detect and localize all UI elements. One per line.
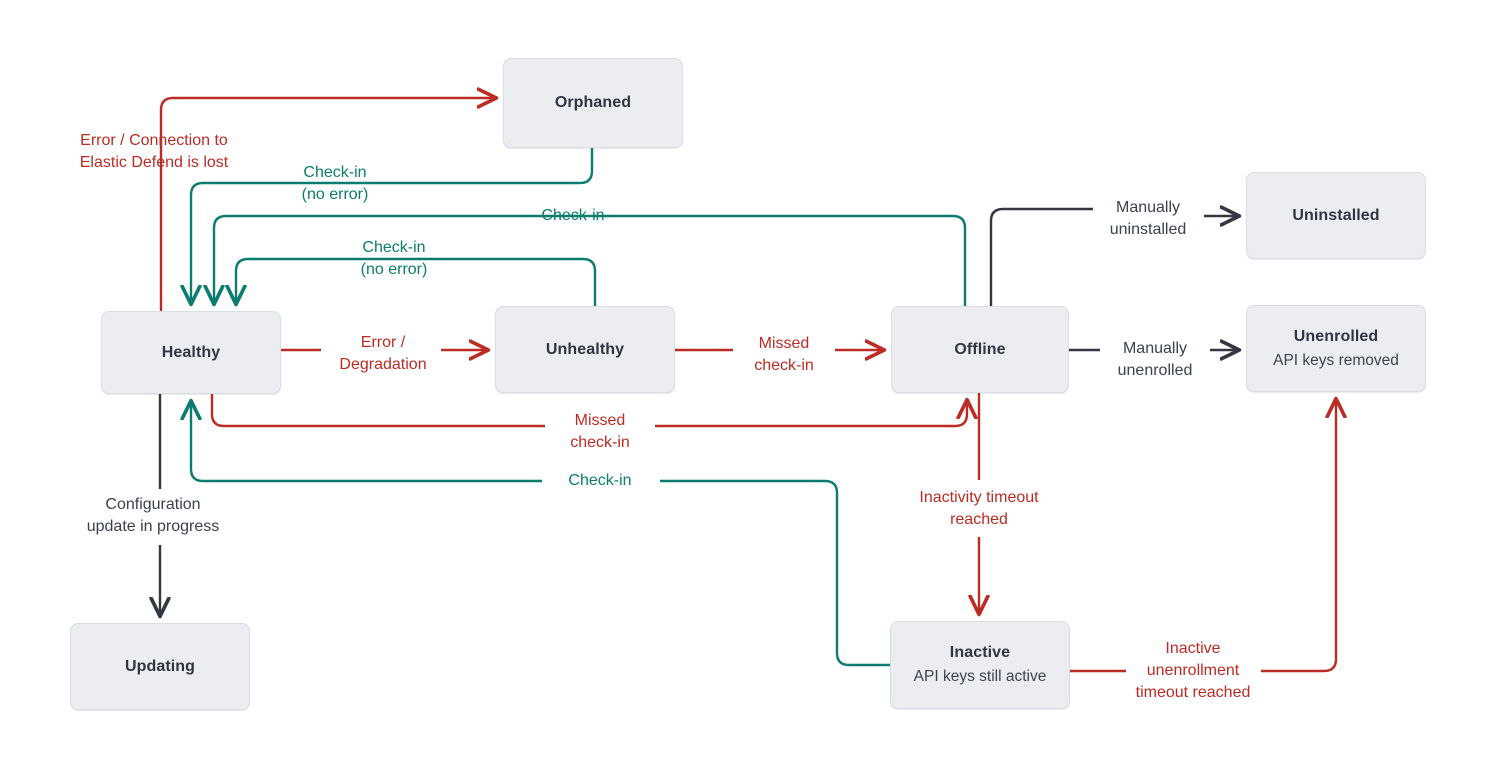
edge-healthy-to-orphaned: [159, 98, 495, 311]
node-inactive-subtitle: API keys still active: [913, 668, 1047, 686]
node-inactive-title: Inactive: [949, 644, 1011, 662]
node-unhealthy[interactable]: Unhealthy: [495, 306, 675, 393]
edge-inactive-to-unenrolled-seg2: [1261, 400, 1336, 673]
edge-label-offline-to-inactive: Inactivity timeout reached: [919, 488, 1039, 528]
edge-label-healthy-to-offline: Missed check-in: [570, 411, 630, 451]
edge-healthy-to-offline-seg1: [210, 394, 545, 428]
node-offline[interactable]: Offline: [891, 306, 1069, 393]
edge-label-offline-to-healthy: Check-in: [541, 206, 605, 224]
node-uninstalled[interactable]: Uninstalled: [1246, 172, 1426, 259]
edge-unhealthy-to-healthy: [236, 257, 597, 306]
edge-label-healthy-to-unhealthy: Error / Degradation: [339, 333, 427, 373]
node-offline-title: Offline: [954, 340, 1006, 358]
edge-healthy-to-offline-seg2: [655, 401, 967, 428]
edge-offline-to-healthy: [214, 214, 967, 306]
edge-label-unhealthy-to-healthy: Check-in (no error): [360, 238, 428, 278]
node-unenrolled-title: Unenrolled: [1293, 327, 1379, 345]
node-updating[interactable]: Updating: [70, 623, 250, 710]
node-orphaned-title: Orphaned: [554, 94, 632, 112]
node-updating-title: Updating: [124, 657, 196, 675]
node-healthy[interactable]: Healthy: [101, 311, 281, 394]
edge-orphaned-to-healthy: [191, 148, 594, 303]
edge-label-inactive-to-healthy: Check-in: [568, 471, 632, 489]
node-unenrolled[interactable]: Unenrolled API keys removed: [1246, 305, 1426, 392]
node-unenrolled-subtitle: API keys removed: [1273, 351, 1399, 369]
edge-label-unhealthy-to-offline: Missed check-in: [754, 334, 814, 374]
node-uninstalled-title: Uninstalled: [1292, 206, 1380, 224]
node-inactive[interactable]: Inactive API keys still active: [890, 621, 1070, 709]
edge-label-offline-to-uninstalled: Manually uninstalled: [1109, 198, 1187, 238]
node-orphaned[interactable]: Orphaned: [503, 58, 683, 148]
node-unhealthy-title: Unhealthy: [545, 340, 625, 358]
edge-offline-to-uninstalled-seg1: [989, 207, 1093, 306]
edge-inactive-to-healthy-seg2: [191, 402, 542, 483]
edge-label-orphaned-to-healthy: Check-in (no error): [301, 163, 369, 203]
edge-label-healthy-to-updating: Configuration update in progress: [86, 495, 220, 535]
edge-label-offline-to-unenrolled: Manually unenrolled: [1117, 339, 1193, 379]
edge-inactive-to-healthy-seg1: [660, 479, 890, 667]
edge-label-inactive-to-unenrolled: Inactive unenrollment timeout reached: [1135, 639, 1251, 702]
edge-label-healthy-to-orphaned: Error / Connection to Elastic Defend is …: [79, 131, 229, 171]
node-healthy-title: Healthy: [161, 343, 221, 361]
